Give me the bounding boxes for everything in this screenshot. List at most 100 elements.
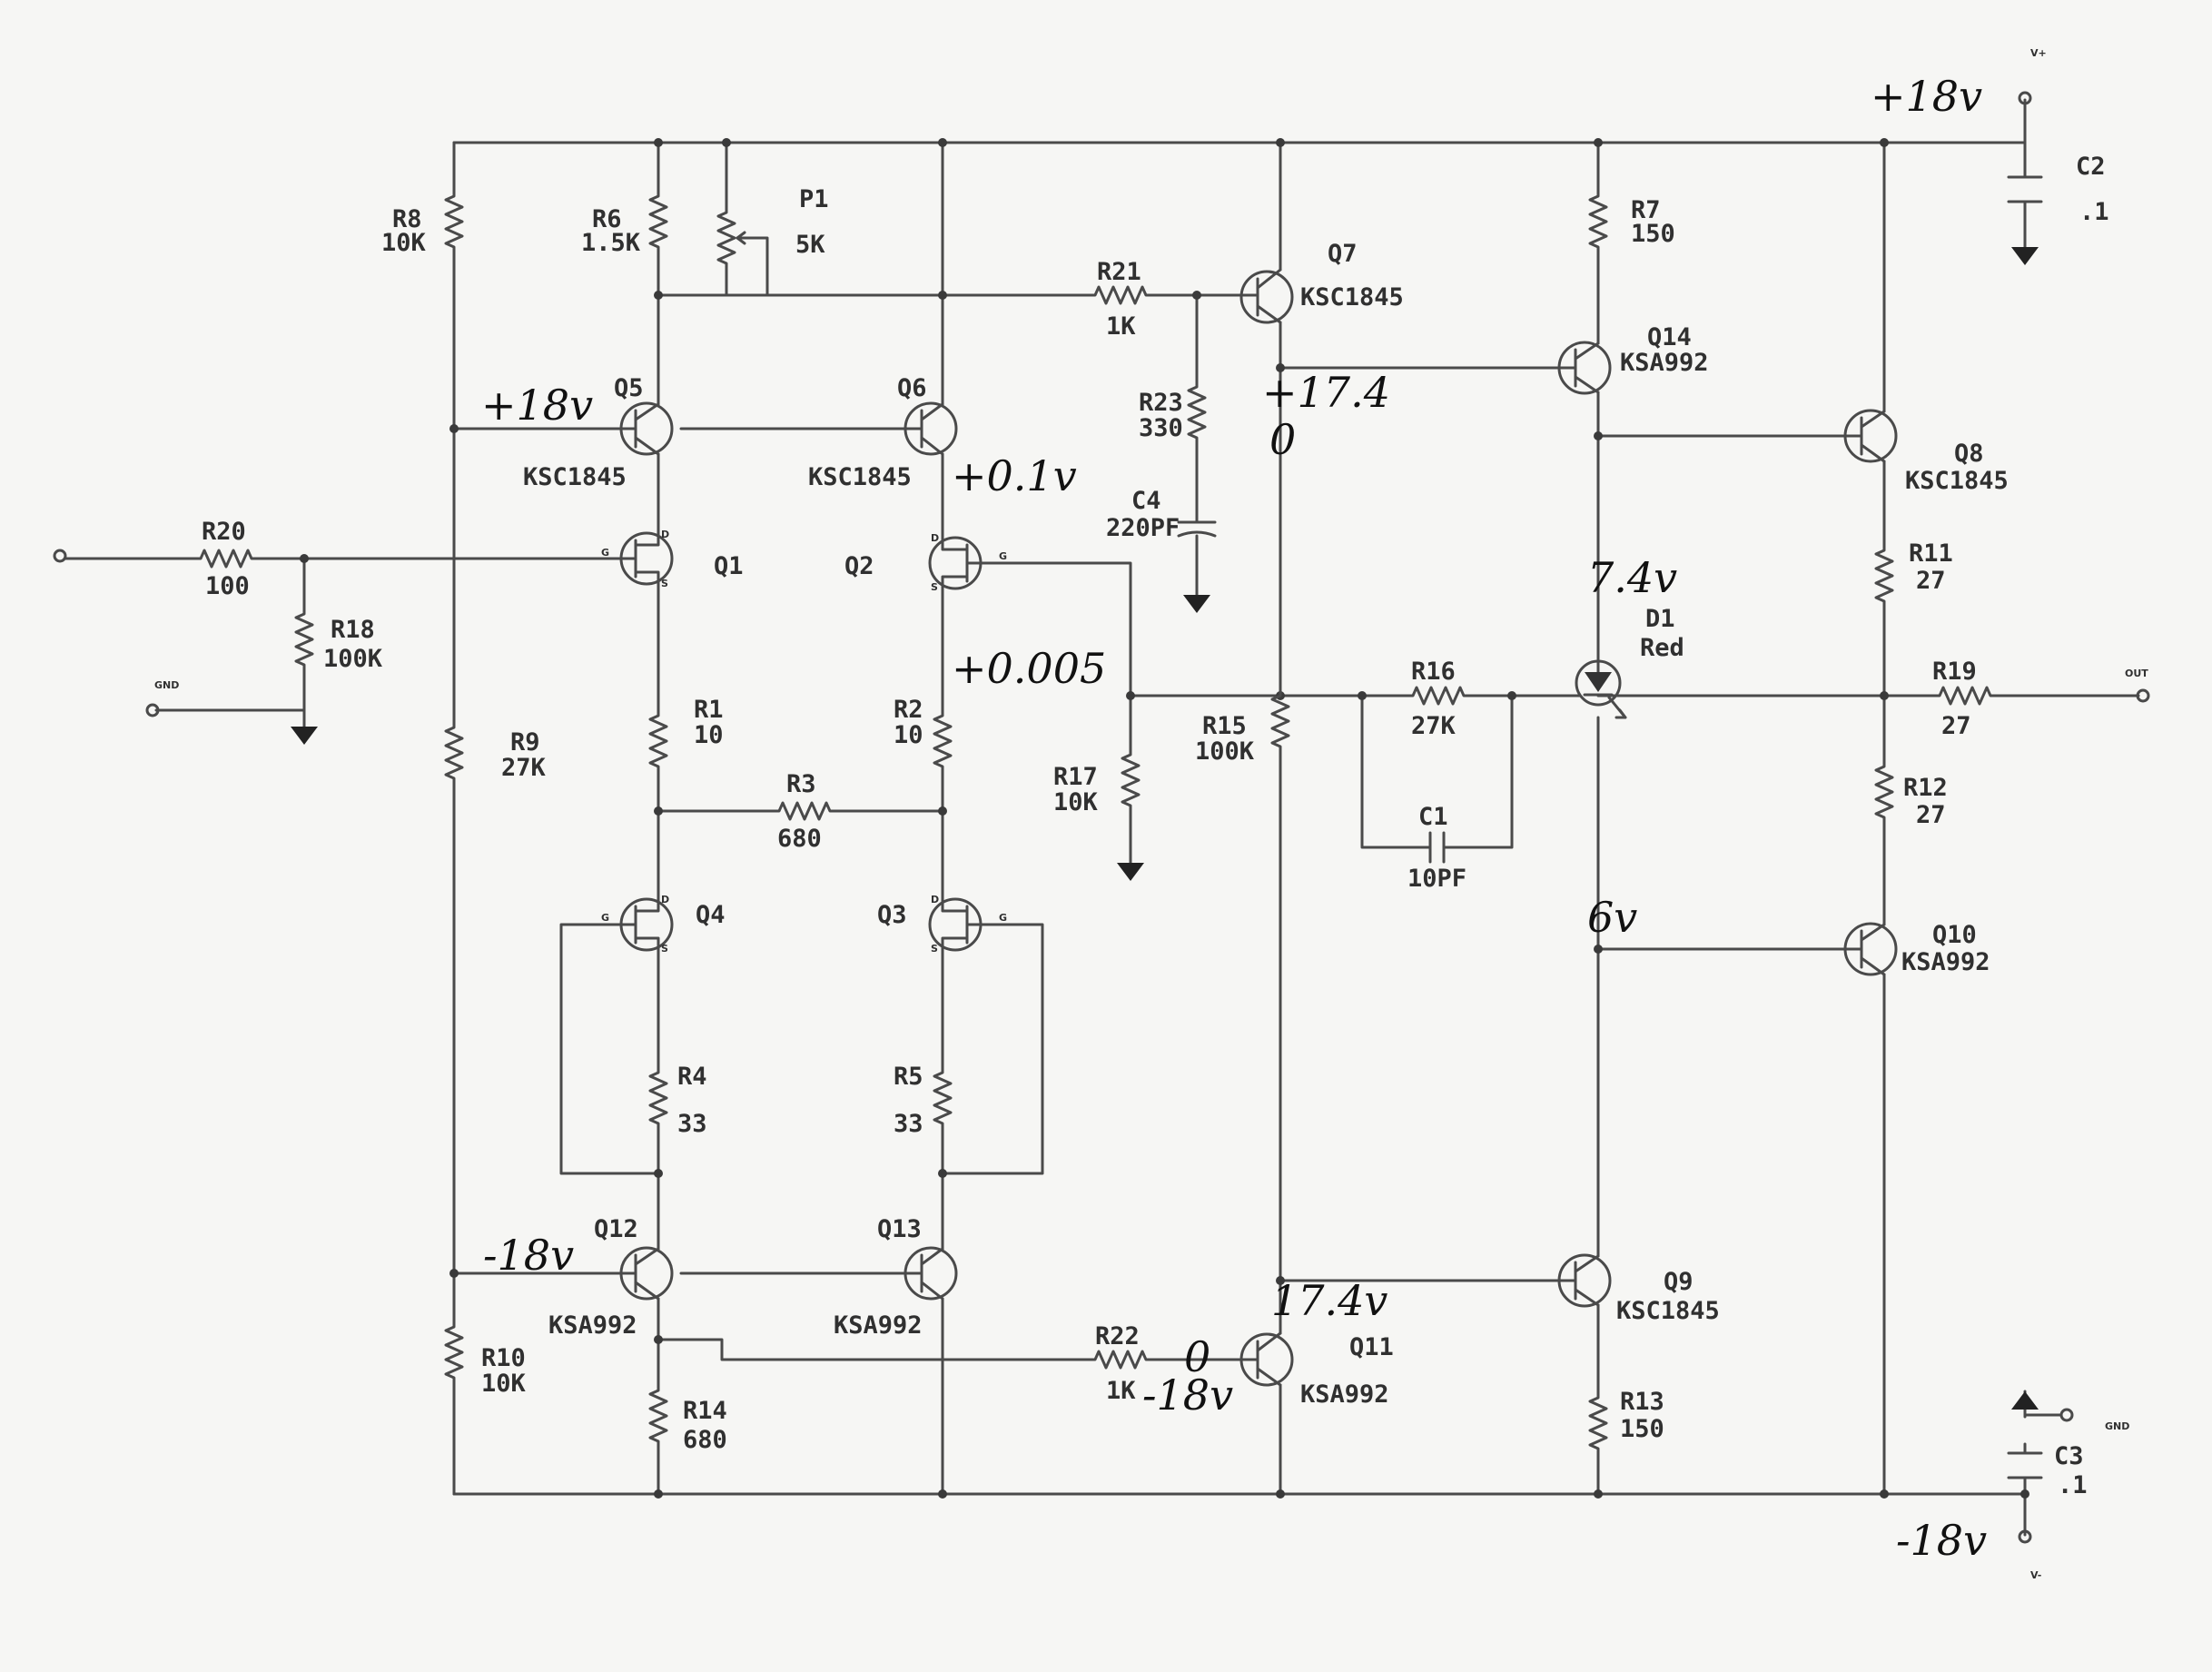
q4-gate-loop xyxy=(559,923,660,1175)
component-labels: R8 10K R6 1.5K P1 5K R21 1K Q7 KSC1845 R… xyxy=(202,153,2109,1499)
r21-resistor xyxy=(1088,285,1151,305)
q2-drain-voltage-note: +0.005 xyxy=(952,644,1106,693)
r7-ref: R7 xyxy=(1631,196,1661,224)
r9-resistor xyxy=(444,720,464,784)
r16-value: 27K xyxy=(1411,712,1457,740)
r22-ref: R22 xyxy=(1095,1322,1140,1350)
r1-ref: R1 xyxy=(694,696,724,724)
c2-value: .1 xyxy=(2079,198,2109,226)
r8-value: 10K xyxy=(381,229,427,257)
r2-resistor xyxy=(933,708,953,772)
pin-label: G xyxy=(601,547,609,559)
r18-resistor xyxy=(294,607,314,670)
q7-transistor xyxy=(1239,268,1294,324)
input-terminal-icon xyxy=(53,549,67,563)
q5-transistor xyxy=(616,401,674,456)
d1-ref: D1 xyxy=(1645,605,1675,633)
r13-ref: R13 xyxy=(1620,1388,1664,1416)
junction-dots xyxy=(300,138,2029,1499)
p1-ref: P1 xyxy=(799,185,829,213)
r17-resistor xyxy=(1121,747,1141,811)
r17-ref: R17 xyxy=(1053,763,1098,791)
gnd-input-label: GND xyxy=(154,679,179,691)
r15-ref: R15 xyxy=(1202,712,1247,740)
q6-emitter-voltage-note: +0.1v xyxy=(952,451,1077,500)
ports: V+ V- GND GND OUT xyxy=(53,47,2150,1581)
ground-icon xyxy=(291,727,318,745)
vplus-terminal-icon xyxy=(2018,91,2032,105)
r15-value: 100K xyxy=(1195,737,1255,766)
q8-part: KSC1845 xyxy=(1905,467,2009,495)
q8-ref: Q8 xyxy=(1954,440,1984,468)
c1-capacitor xyxy=(1419,831,1455,864)
ground-icon xyxy=(1117,863,1144,881)
r20-ref: R20 xyxy=(202,518,246,546)
r5-resistor xyxy=(933,1065,953,1129)
r11-value: 27 xyxy=(1916,567,1946,595)
c4-ref: C4 xyxy=(1131,487,1161,515)
resistors xyxy=(193,189,1996,1454)
pin-label: G xyxy=(601,912,609,924)
r13-resistor xyxy=(1588,1390,1608,1454)
r11-ref: R11 xyxy=(1909,539,1953,568)
c3-capacitor xyxy=(2007,1451,2043,1479)
r23-resistor xyxy=(1187,380,1207,443)
r5-ref: R5 xyxy=(894,1063,923,1091)
vminus-terminal-icon xyxy=(2018,1529,2032,1544)
r6-ref: R6 xyxy=(592,205,622,233)
pin-label: D xyxy=(931,532,939,544)
p1-potentiometer xyxy=(716,205,736,269)
q11-part: KSA992 xyxy=(1300,1380,1389,1409)
r10-resistor xyxy=(444,1320,464,1383)
r3-ref: R3 xyxy=(786,770,816,798)
q1-ref: Q1 xyxy=(714,552,744,580)
r20-value: 100 xyxy=(205,572,250,600)
r10-ref: R10 xyxy=(481,1344,526,1372)
vminus-label: V- xyxy=(2030,1569,2041,1581)
r12-value: 27 xyxy=(1916,801,1946,829)
r21-ref: R21 xyxy=(1097,258,1141,286)
q2-gate-wire xyxy=(983,561,1132,865)
r17-value: 10K xyxy=(1053,788,1099,816)
q7-ref: Q7 xyxy=(1328,240,1358,268)
r12-resistor xyxy=(1874,759,1894,823)
q6-ref: Q6 xyxy=(897,374,927,402)
q4-ref: Q4 xyxy=(696,901,726,929)
q5-part: KSC1845 xyxy=(523,463,627,491)
capacitors xyxy=(1177,175,2043,1479)
pin-label: D xyxy=(931,894,939,905)
supply-negative-note: -18v xyxy=(1896,1516,1987,1565)
r2-ref: R2 xyxy=(894,696,923,724)
q5-base-voltage-note: +18v xyxy=(481,381,593,430)
pin-label: S xyxy=(661,578,668,589)
q12-transistor xyxy=(616,1246,674,1301)
r3-resistor xyxy=(772,801,835,821)
q7-emitter-voltage-note: +17.4 xyxy=(1262,368,1390,417)
p1-wire xyxy=(725,141,769,297)
r12-ref: R12 xyxy=(1903,774,1948,802)
q13-part: KSA992 xyxy=(834,1311,923,1340)
r21-value: 1K xyxy=(1106,312,1136,341)
c1-value: 10PF xyxy=(1407,865,1466,893)
q3-jfet xyxy=(928,884,987,952)
r2-value: 10 xyxy=(894,721,923,749)
q11-transistor xyxy=(1239,1331,1294,1387)
r8-ref: R8 xyxy=(392,205,422,233)
q10-transistor xyxy=(1842,922,1898,976)
q10-ref: Q10 xyxy=(1932,921,1977,949)
q14-part: KSA992 xyxy=(1620,349,1709,377)
d1-value: Red xyxy=(1640,634,1684,662)
q11-base-voltage-note: -18v xyxy=(1142,1370,1233,1420)
q2-ref: Q2 xyxy=(844,552,874,580)
c4-value: 220PF xyxy=(1106,514,1180,542)
r22-resistor xyxy=(1088,1350,1151,1370)
q11-ref: Q11 xyxy=(1349,1333,1394,1361)
r23-value: 330 xyxy=(1139,414,1183,442)
r8-resistor xyxy=(444,189,464,252)
r1-value: 10 xyxy=(694,721,724,749)
jfets: D G S D G S D G S D G S xyxy=(601,520,1007,955)
q4-jfet xyxy=(616,884,674,952)
r19-resistor xyxy=(1932,686,1996,706)
r19-value: 27 xyxy=(1941,712,1971,740)
